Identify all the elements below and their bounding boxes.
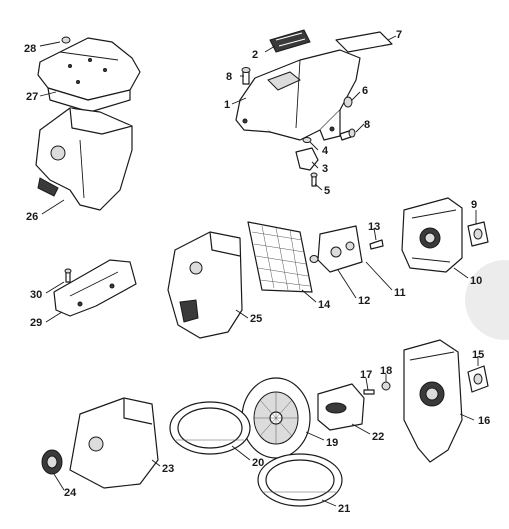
callout-11: 11 — [394, 287, 406, 299]
callout-7: 7 — [396, 29, 402, 41]
part-20-filter-band — [169, 401, 251, 455]
callout-2: 2 — [252, 49, 258, 61]
watermark — [465, 260, 509, 340]
part-23-lower-cover — [69, 397, 159, 489]
callout-12: 12 — [358, 295, 370, 307]
part-1-main-cover — [235, 49, 361, 141]
part-21-filter-band — [257, 453, 343, 507]
part-28-screw — [61, 36, 71, 44]
callout-24: 24 — [64, 487, 77, 499]
part-2-label — [269, 29, 311, 53]
callout-8-right: 8 — [364, 119, 370, 131]
callout-29: 29 — [30, 317, 42, 329]
part-4-washer — [302, 137, 312, 143]
part-25-filter-cover — [167, 231, 243, 339]
part-9-gasket — [467, 221, 489, 247]
part-13-screw — [369, 239, 384, 250]
part-18-nut — [381, 381, 391, 391]
part-10-carb-box — [401, 197, 463, 273]
part-29-baffle — [53, 259, 137, 317]
callout-5: 5 — [324, 185, 330, 197]
part-6-grommet — [343, 96, 353, 108]
part-27-top-cover — [37, 37, 141, 113]
callout-14: 14 — [318, 299, 331, 311]
callout-9: 9 — [471, 199, 477, 211]
part-16-housing — [403, 339, 463, 463]
callout-10: 10 — [470, 275, 482, 287]
part-11-screw — [309, 255, 319, 263]
part-3-bracket — [295, 147, 319, 171]
part-15-gasket — [467, 365, 489, 393]
callout-19: 19 — [326, 437, 338, 449]
part-19-round-filter — [241, 377, 311, 459]
part-30-screw — [64, 268, 72, 283]
part-17-pin — [363, 389, 375, 395]
callout-1: 1 — [224, 99, 230, 111]
part-22-prefilter — [317, 383, 365, 431]
callout-22: 22 — [372, 431, 384, 443]
callout-23: 23 — [162, 463, 174, 475]
leader-lines — [39, 35, 479, 507]
callout-27: 27 — [26, 91, 38, 103]
part-14-filter — [247, 221, 313, 293]
callout-13: 13 — [368, 221, 380, 233]
callout-15: 15 — [472, 349, 484, 361]
part-26-shroud — [35, 107, 133, 211]
callout-25: 25 — [250, 313, 262, 325]
callout-17: 17 — [360, 369, 372, 381]
part-8-screw — [241, 67, 356, 141]
callout-18: 18 — [380, 365, 392, 377]
callout-16: 16 — [478, 415, 490, 427]
callout-28: 28 — [24, 43, 36, 55]
callouts: 28 2 7 8 27 1 6 8 4 3 5 26 13 9 11 10 30… — [24, 29, 490, 515]
callout-6: 6 — [362, 85, 368, 97]
part-7-plate — [335, 31, 393, 53]
callout-30: 30 — [30, 289, 42, 301]
callout-4: 4 — [322, 145, 329, 157]
callout-20: 20 — [252, 457, 264, 469]
callout-26: 26 — [26, 211, 38, 223]
callout-21: 21 — [338, 503, 350, 515]
part-24-knob — [41, 449, 63, 475]
callout-3: 3 — [322, 163, 328, 175]
part-12-carb-plate — [317, 225, 363, 273]
callout-8-top: 8 — [226, 71, 232, 83]
part-5-screw — [310, 172, 318, 187]
